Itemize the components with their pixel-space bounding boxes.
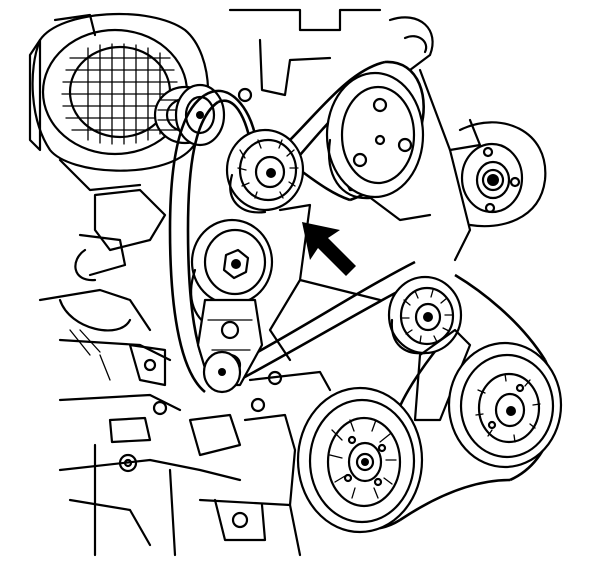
power-steering-pulley [325,71,425,200]
idler-pulley-upper [225,128,305,214]
ac-compressor-pulley [413,328,563,469]
alternator-icon [28,12,253,192]
idler-pulley-lower [387,275,463,355]
water-pump-pulley [460,142,524,214]
engine-block [38,8,547,557]
crankshaft-pulley [296,386,424,534]
arrow-icon [302,222,356,276]
tensioner-icon [190,218,274,394]
